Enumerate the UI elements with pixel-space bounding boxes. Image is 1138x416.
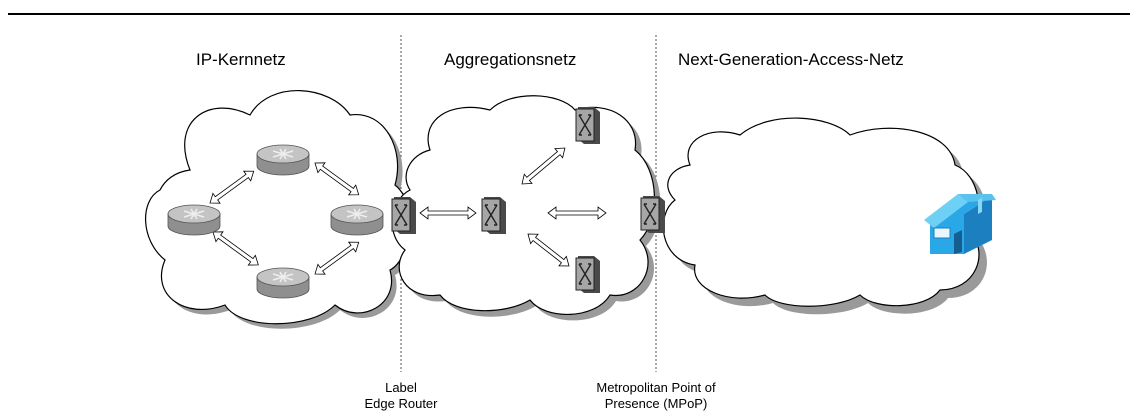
aggregation-cloud	[391, 95, 661, 321]
arrow-agg-bottom	[527, 233, 570, 267]
ler-label-line1: Label	[385, 380, 417, 395]
mpop-label-line1: Metropolitan Point of	[596, 380, 716, 395]
switch-icon	[481, 196, 507, 235]
region-title-access: Next-Generation-Access-Netz	[678, 50, 904, 69]
arrow-core-bottom-right	[314, 241, 360, 275]
switch-icon	[640, 195, 666, 234]
arrow-core-top-right	[314, 162, 360, 196]
core-cloud	[145, 90, 415, 329]
boundary-label-ler: Label Edge Router	[351, 380, 451, 412]
arrow-ler-agg	[419, 206, 477, 220]
arrows	[209, 147, 607, 275]
region-title-core: IP-Kernnetz	[196, 50, 286, 69]
router-icon	[256, 267, 310, 299]
router-icon	[256, 144, 310, 176]
switch-icon	[391, 196, 417, 235]
arrow-agg-top	[521, 147, 566, 185]
ler-label-line2: Edge Router	[364, 396, 438, 411]
access-cloud	[662, 117, 987, 315]
arrow-core-top-left	[209, 170, 255, 204]
house-icon	[924, 194, 996, 254]
switch-icon	[575, 255, 601, 294]
arrow-agg-mpop	[547, 206, 607, 220]
boundary-label-mpop: Metropolitan Point of Presence (MPoP)	[556, 380, 756, 412]
arrow-core-bottom-left	[212, 231, 259, 266]
region-title-aggregation: Aggregationsnetz	[444, 50, 577, 69]
switch-icon	[575, 106, 601, 145]
router-icon	[330, 204, 384, 236]
router-icon	[167, 204, 221, 236]
mpop-label-line2: Presence (MPoP)	[604, 396, 708, 411]
